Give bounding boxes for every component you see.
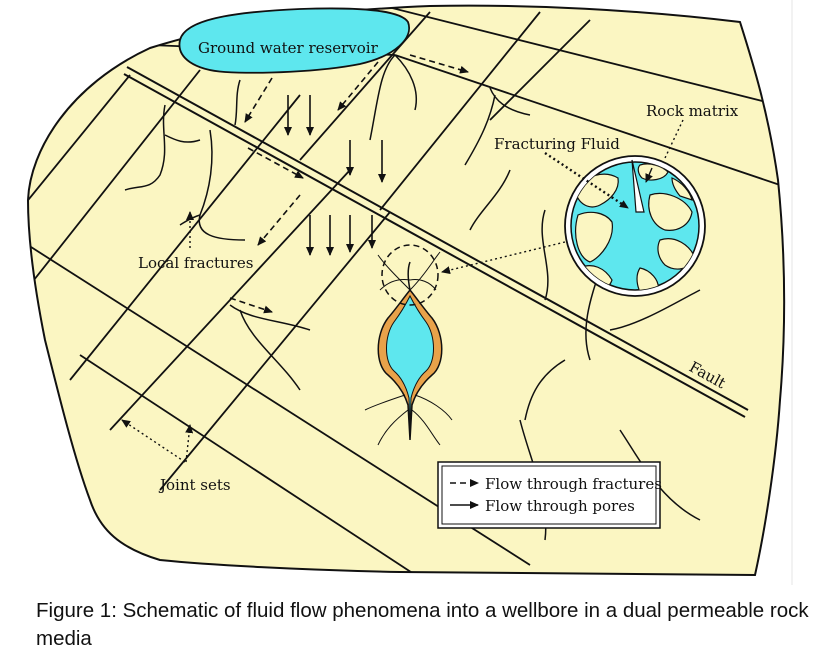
fracture-flow-arrows <box>229 54 469 314</box>
magnified-rock-matrix <box>564 155 706 297</box>
legend-fractures-label: Flow through fractures <box>485 475 662 493</box>
fault-line <box>123 66 749 418</box>
joint-sets-label: Joint sets <box>158 476 231 494</box>
label-leaders <box>121 119 684 463</box>
fluid-flow-schematic: Ground water reservoir Rock matrix Fract… <box>26 0 793 585</box>
legend: Flow through fractures Flow through pore… <box>437 461 662 529</box>
local-fractures-label: Local fractures <box>138 254 253 272</box>
reservoir-label: Ground water reservoir <box>198 39 379 57</box>
legend-pores-label: Flow through pores <box>485 497 635 515</box>
rock-matrix-label: Rock matrix <box>646 102 739 120</box>
wellbore <box>364 244 453 446</box>
figure-caption: Figure 1: Schematic of fluid flow phenom… <box>36 599 809 650</box>
rock-body <box>26 4 786 577</box>
ground-water-reservoir <box>178 7 410 74</box>
fracturing-fluid-label: Fracturing Fluid <box>494 135 620 153</box>
pore-flow-arrows <box>284 95 386 256</box>
